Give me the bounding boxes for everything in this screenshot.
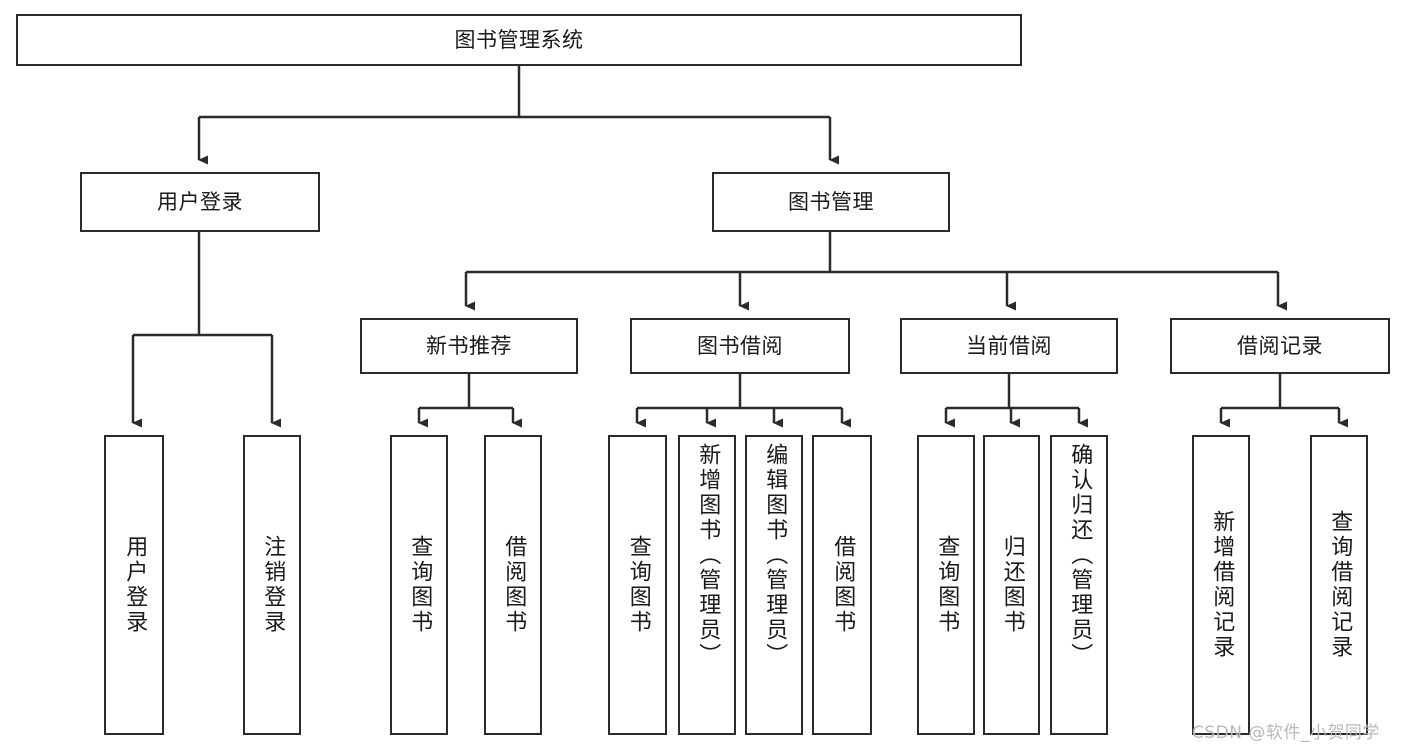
node-user-login-label: 用户登录 xyxy=(157,189,243,214)
leaf-add-book-admin-label: 新增图书（管理员） xyxy=(695,443,721,668)
node-root-label: 图书管理系统 xyxy=(454,27,584,52)
leaf-query-book-current[interactable]: 查询图书 xyxy=(917,435,975,735)
node-current-borrow-label: 当前借阅 xyxy=(966,333,1052,358)
leaf-borrow-book-label: 借阅图书 xyxy=(830,535,856,635)
leaf-borrow-book-recommend[interactable]: 借阅图书 xyxy=(484,435,542,735)
leaf-logout[interactable]: 注销登录 xyxy=(243,435,301,735)
leaf-query-borrow-record[interactable]: 查询借阅记录 xyxy=(1310,435,1368,735)
node-book-borrow-label: 图书借阅 xyxy=(697,333,783,358)
leaf-edit-book-admin[interactable]: 编辑图书（管理员） xyxy=(745,435,803,735)
leaf-user-login[interactable]: 用户登录 xyxy=(104,435,164,735)
leaf-add-borrow-record[interactable]: 新增借阅记录 xyxy=(1192,435,1250,735)
leaf-confirm-return-admin-label: 确认归还（管理员） xyxy=(1067,443,1093,668)
leaf-return-book-label: 归还图书 xyxy=(999,535,1025,635)
leaf-add-borrow-record-label: 新增借阅记录 xyxy=(1209,510,1235,660)
node-book-management[interactable]: 图书管理 xyxy=(712,172,950,232)
leaf-query-book-borrow-label: 查询图书 xyxy=(625,535,651,635)
leaf-query-borrow-record-label: 查询借阅记录 xyxy=(1327,510,1353,660)
node-borrow-record-label: 借阅记录 xyxy=(1237,333,1323,358)
leaf-add-book-admin[interactable]: 新增图书（管理员） xyxy=(678,435,736,735)
leaf-edit-book-admin-label: 编辑图书（管理员） xyxy=(762,443,788,668)
leaf-query-book-borrow[interactable]: 查询图书 xyxy=(608,435,667,735)
node-book-management-label: 图书管理 xyxy=(788,189,874,214)
leaf-borrow-book-recommend-label: 借阅图书 xyxy=(501,535,527,635)
leaf-confirm-return-admin[interactable]: 确认归还（管理员） xyxy=(1050,435,1108,735)
node-new-book-recommend-label: 新书推荐 xyxy=(426,333,512,358)
leaf-return-book[interactable]: 归还图书 xyxy=(983,435,1040,735)
node-current-borrow[interactable]: 当前借阅 xyxy=(900,318,1118,374)
leaf-query-book-recommend-label: 查询图书 xyxy=(407,535,433,635)
node-user-login[interactable]: 用户登录 xyxy=(80,172,320,232)
leaf-user-login-label: 用户登录 xyxy=(122,535,148,635)
csdn-watermark: CSDN @软件_小贺同学 xyxy=(1192,723,1380,743)
node-book-borrow[interactable]: 图书借阅 xyxy=(630,318,850,374)
leaf-borrow-book[interactable]: 借阅图书 xyxy=(812,435,872,735)
leaf-query-book-current-label: 查询图书 xyxy=(934,535,960,635)
node-new-book-recommend[interactable]: 新书推荐 xyxy=(360,318,578,374)
node-borrow-record[interactable]: 借阅记录 xyxy=(1170,318,1390,374)
leaf-logout-label: 注销登录 xyxy=(260,535,286,635)
node-root[interactable]: 图书管理系统 xyxy=(16,14,1022,66)
leaf-query-book-recommend[interactable]: 查询图书 xyxy=(390,435,448,735)
